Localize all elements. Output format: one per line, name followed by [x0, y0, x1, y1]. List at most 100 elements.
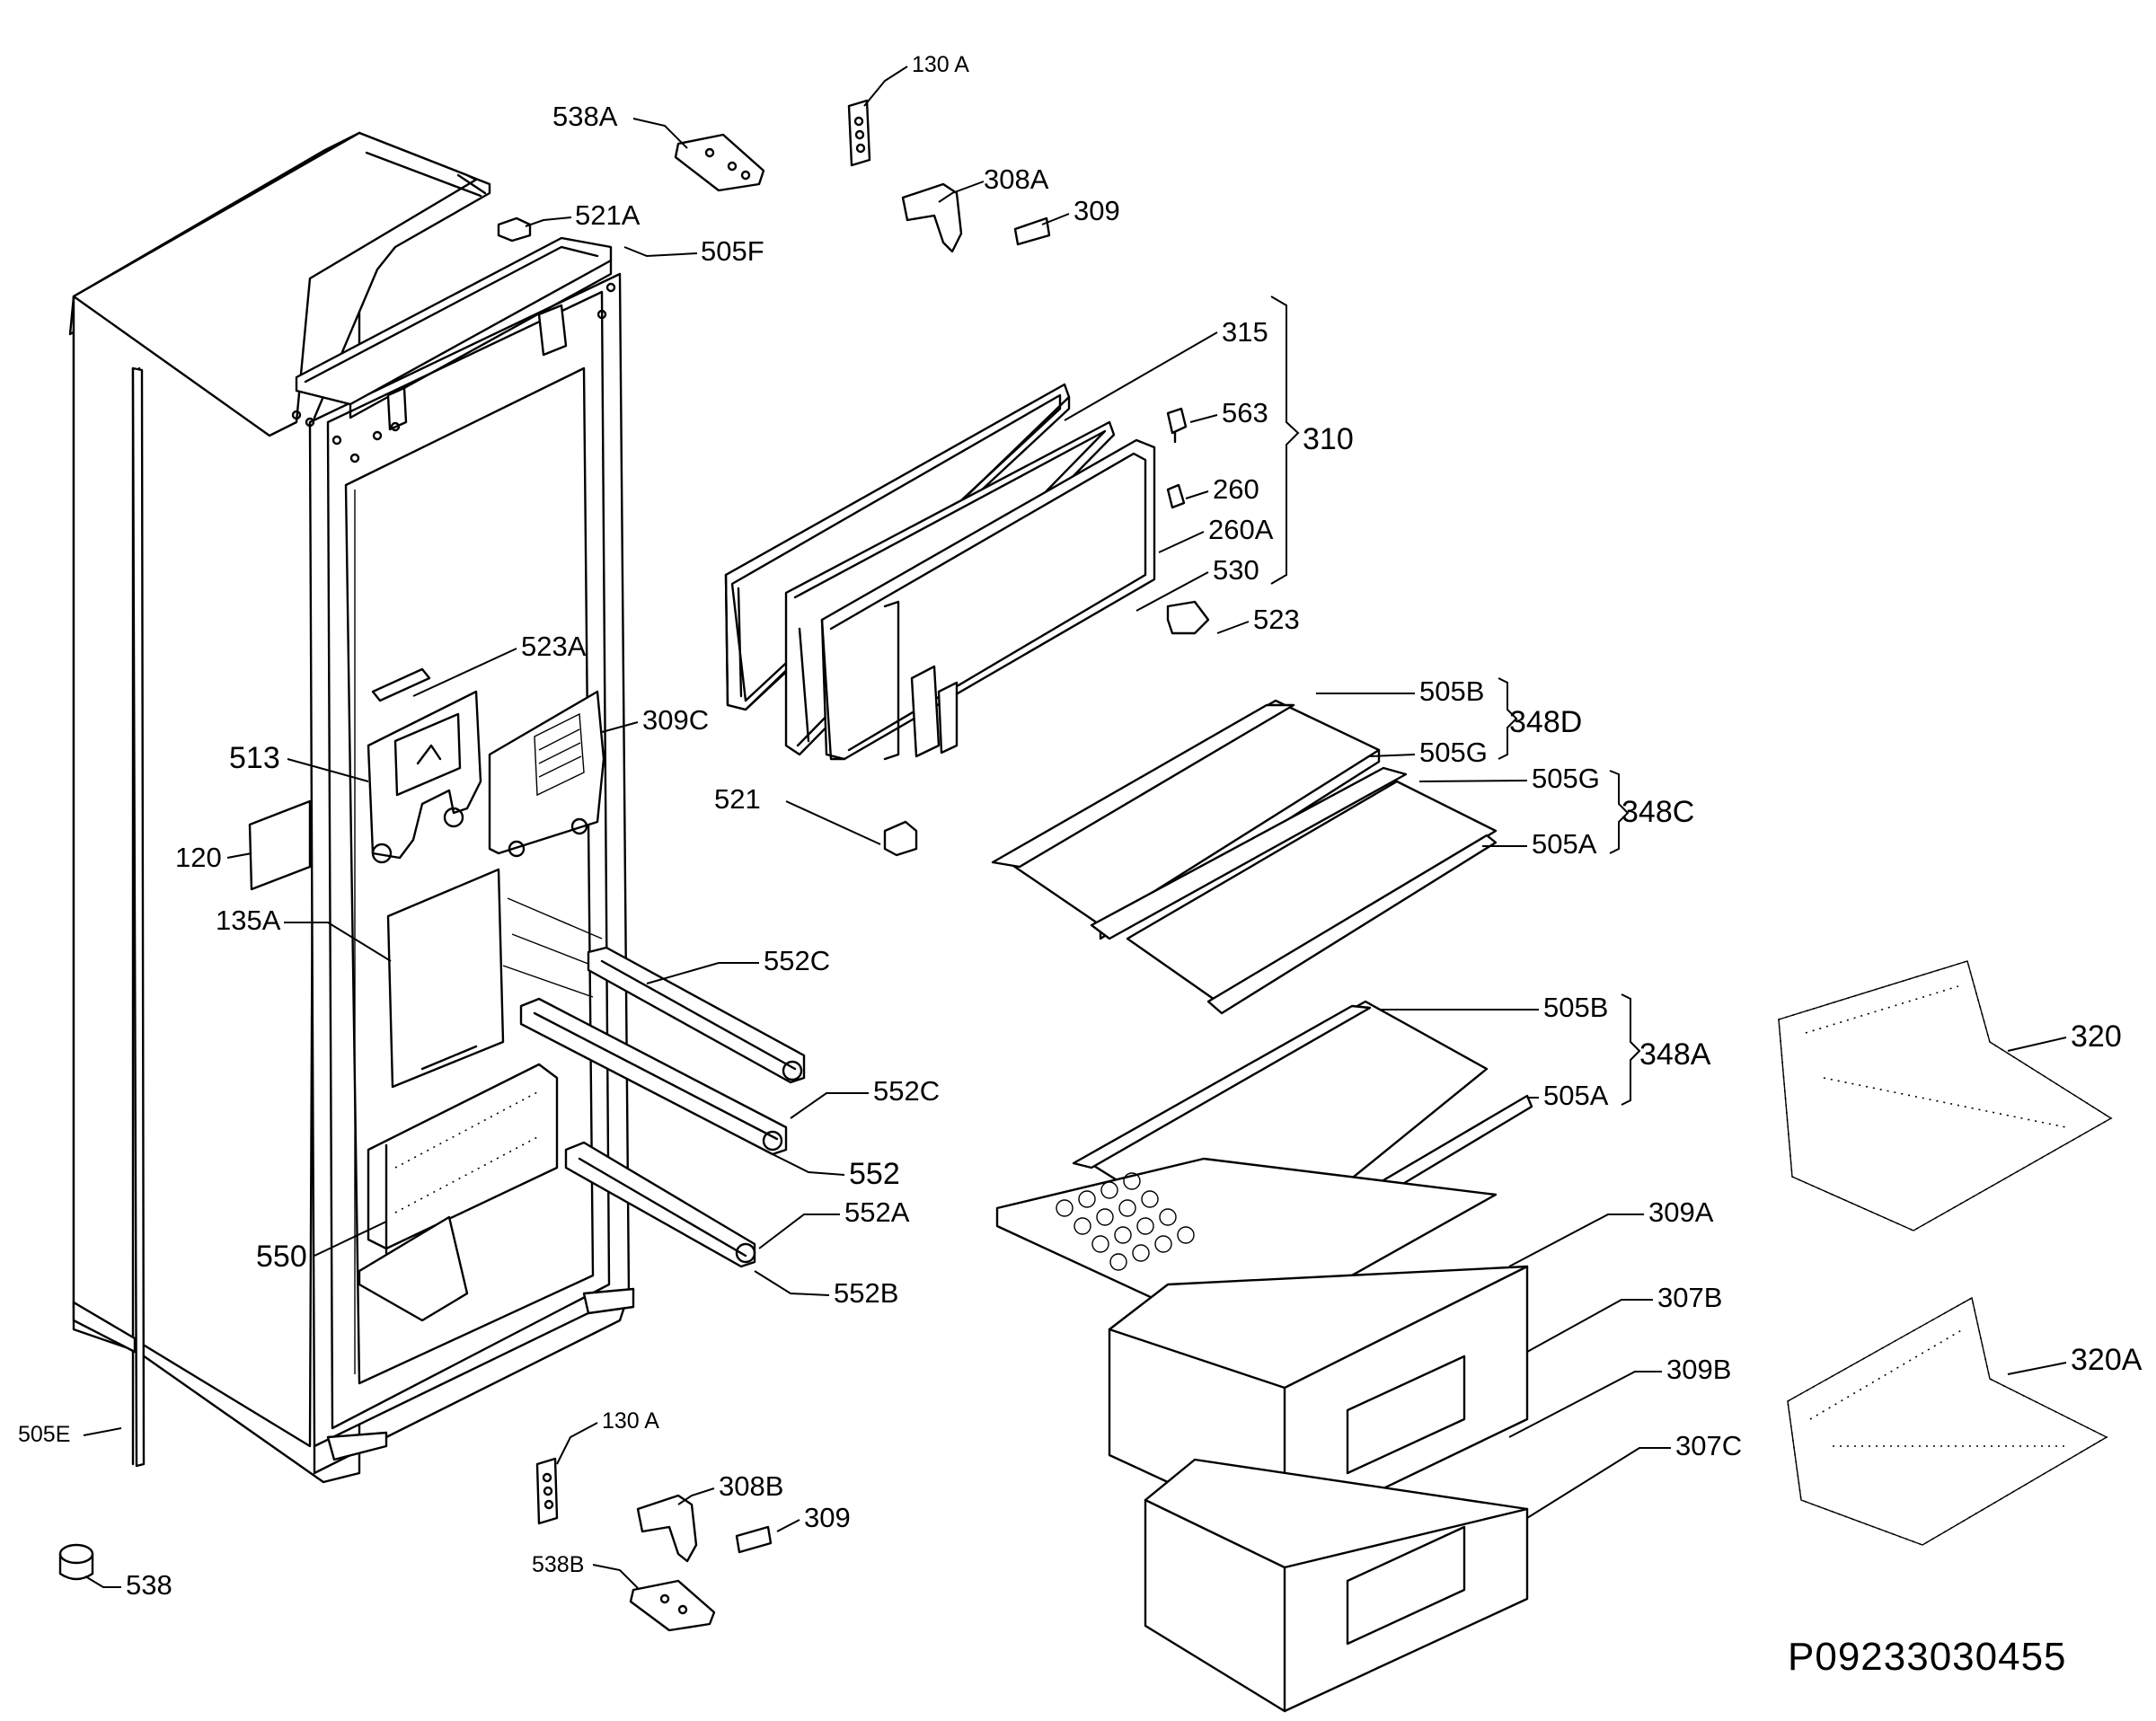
leader-538A: [632, 118, 688, 149]
leader-lines: [83, 66, 2067, 1589]
callout-505A_2: 505A: [1543, 1080, 1609, 1111]
leader-521A: [525, 216, 572, 227]
hinge-538a: [674, 133, 765, 192]
door-panel-530: [820, 438, 1156, 761]
leader-307C: [1526, 1447, 1671, 1519]
callout-309A: 309A: [1648, 1196, 1714, 1228]
callout-505E: 505E: [18, 1422, 70, 1447]
door-seal-strip-505e: [131, 366, 146, 1468]
callout-315: 315: [1222, 316, 1268, 348]
hinge-308b: [636, 1494, 698, 1563]
leader-552B: [754, 1270, 830, 1296]
callout-538A: 538A: [552, 101, 618, 132]
leader-552C_1: [646, 962, 759, 984]
leader-120: [226, 852, 252, 859]
leader-523: [1216, 621, 1250, 634]
door-handle-part-523: [1166, 600, 1210, 635]
rail-552a: [564, 1141, 756, 1268]
callout-552B: 552B: [834, 1277, 898, 1309]
top-rail-505f: [291, 236, 616, 463]
callout-348D: 348D: [1509, 705, 1582, 739]
callout-309B: 309B: [1666, 1354, 1731, 1385]
fan-cover-309c: [488, 690, 605, 858]
leader-563: [1189, 414, 1218, 423]
callout-130A_top: 130 A: [912, 52, 969, 77]
part-callouts: 130 A538A308A309521A505F315563310260260A…: [18, 52, 2143, 1601]
leader-309_top: [1041, 213, 1070, 225]
rail-552c-lower: [519, 997, 788, 1156]
leader-308A: [938, 181, 985, 203]
bracket-310: [1270, 296, 1300, 585]
callout-523A: 523A: [521, 631, 587, 662]
callout-309C: 309C: [642, 704, 709, 736]
basket-320a: [1787, 1296, 2108, 1546]
callout-309_bottom: 309: [804, 1502, 851, 1533]
leader-521: [785, 800, 881, 845]
crisper-cover-309a: [995, 1157, 1498, 1340]
callout-530: 530: [1213, 554, 1259, 586]
leader-505G_1: [1369, 754, 1416, 757]
control-housing-513: [367, 667, 482, 864]
callout-513: 513: [229, 741, 280, 775]
callout-135A: 135A: [216, 905, 281, 936]
leader-130A_top: [863, 66, 908, 107]
glass-shelf-348c: [1090, 766, 1498, 1015]
group-brackets: [1270, 296, 1641, 1106]
small-part-521a: [497, 216, 532, 243]
callout-348C: 348C: [1621, 795, 1694, 829]
bracket-348C: [1609, 770, 1630, 854]
leader-550: [314, 1221, 387, 1257]
leader-552: [763, 1149, 845, 1176]
callout-550: 550: [256, 1240, 307, 1274]
callout-505G_2: 505G: [1532, 763, 1600, 794]
callout-310: 310: [1303, 422, 1354, 456]
rail-552c-upper: [587, 946, 806, 1084]
leader-309_bottom: [776, 1519, 800, 1532]
bracket-348D: [1498, 677, 1518, 760]
callout-120: 120: [175, 842, 222, 873]
callout-538B: 538B: [532, 1552, 584, 1577]
hinge-308a: [901, 182, 963, 253]
hinge-538b: [629, 1579, 716, 1632]
callout-523: 523: [1253, 604, 1300, 635]
leader-308B: [677, 1487, 715, 1505]
leader-315: [1064, 331, 1218, 421]
leader-523A: [412, 648, 517, 697]
cover-panel-135a: [386, 868, 505, 1089]
leader-505E: [83, 1427, 122, 1436]
plug-521: [883, 820, 918, 857]
leader-552A: [758, 1214, 840, 1249]
callout-563: 563: [1222, 397, 1268, 428]
callout-552: 552: [849, 1157, 900, 1191]
leader-309C: [601, 721, 639, 733]
clip-563: [1166, 407, 1188, 444]
clip-260: [1166, 483, 1186, 509]
callout-552A: 552A: [844, 1196, 910, 1228]
callout-521: 521: [714, 783, 761, 815]
fridge-cabinet: [68, 131, 635, 1484]
callout-309_top: 309: [1074, 195, 1120, 226]
bracket-348A: [1621, 993, 1641, 1106]
callout-308A: 308A: [984, 163, 1049, 195]
callout-130A_bottom: 130 A: [602, 1408, 659, 1434]
leader-135A: [284, 922, 392, 962]
callout-505B_1: 505B: [1419, 675, 1484, 707]
callout-260A: 260A: [1208, 514, 1274, 545]
callout-505B_2: 505B: [1543, 992, 1608, 1023]
hinge-plate-130a-bottom: [535, 1457, 559, 1525]
crisper-guide-550: [358, 1063, 559, 1322]
callout-307B: 307B: [1657, 1282, 1722, 1313]
label-plate-120: [248, 799, 312, 891]
leader-309B: [1508, 1371, 1662, 1438]
basket-320: [1778, 959, 2113, 1231]
leader-530: [1135, 571, 1209, 612]
pad-309-top: [1013, 216, 1051, 246]
callout-307C: 307C: [1675, 1430, 1742, 1461]
callout-505A_1: 505A: [1532, 828, 1597, 860]
leader-538: [84, 1575, 121, 1588]
hinge-plate-130a-top: [847, 99, 871, 167]
callout-521A: 521A: [575, 199, 641, 231]
leader-309A: [1508, 1214, 1644, 1267]
callout-552C_2: 552C: [873, 1075, 940, 1107]
